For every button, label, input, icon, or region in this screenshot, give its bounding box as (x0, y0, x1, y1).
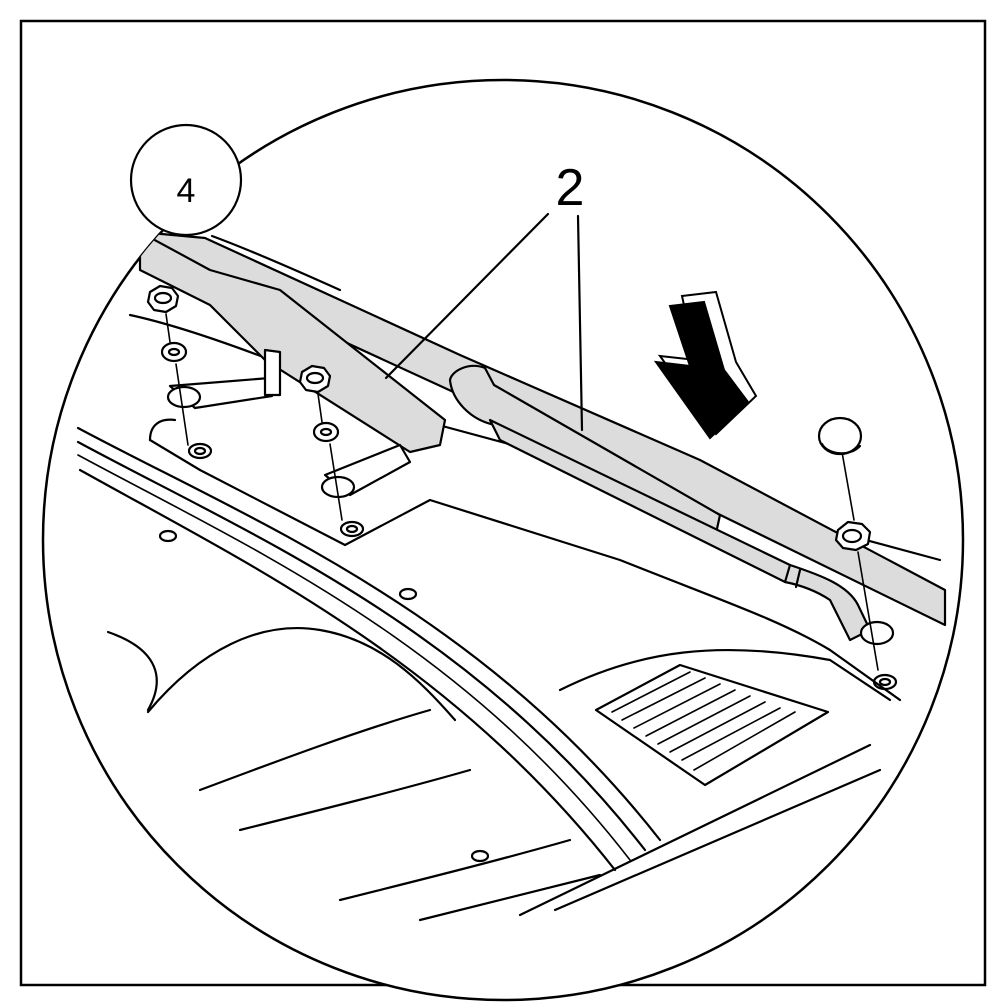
pivot-cap-icon (817, 416, 863, 456)
pivot-holes (187, 442, 898, 691)
nut-icon (298, 364, 343, 521)
cowl-panel (76, 418, 902, 922)
wiper-arm-left (138, 230, 447, 454)
arrow-down-left-icon (653, 290, 758, 440)
nut-icon (834, 451, 879, 671)
callout-leaders (384, 212, 584, 432)
part-callout-number: 2 (556, 159, 585, 217)
detail-view-content (76, 212, 947, 922)
body-holes (158, 529, 490, 863)
detail-callout-circle (129, 123, 243, 237)
cowl-grille (594, 663, 830, 787)
detail-callout: 4 (129, 123, 243, 237)
wiper-linkage (166, 348, 895, 646)
detail-callout-number: 4 (177, 172, 196, 210)
nut-icon (146, 284, 189, 446)
